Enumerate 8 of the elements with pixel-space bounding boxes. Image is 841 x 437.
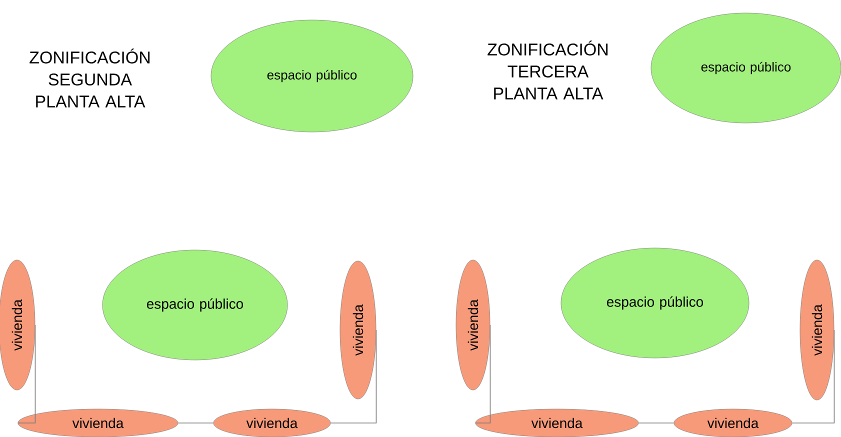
connector-line (474, 324, 491, 424)
title-text: ZONIFICACIÓN SEGUNDA PLANTA ALTA (30, 48, 150, 108)
connector-line (17, 324, 36, 424)
title-text: ZONIFICACIÓN TERCERA PLANTA ALTA (488, 40, 608, 100)
connector-line (792, 330, 835, 424)
connector-line (178, 422, 214, 424)
connector-line (330, 330, 377, 424)
connector-line (638, 422, 674, 424)
